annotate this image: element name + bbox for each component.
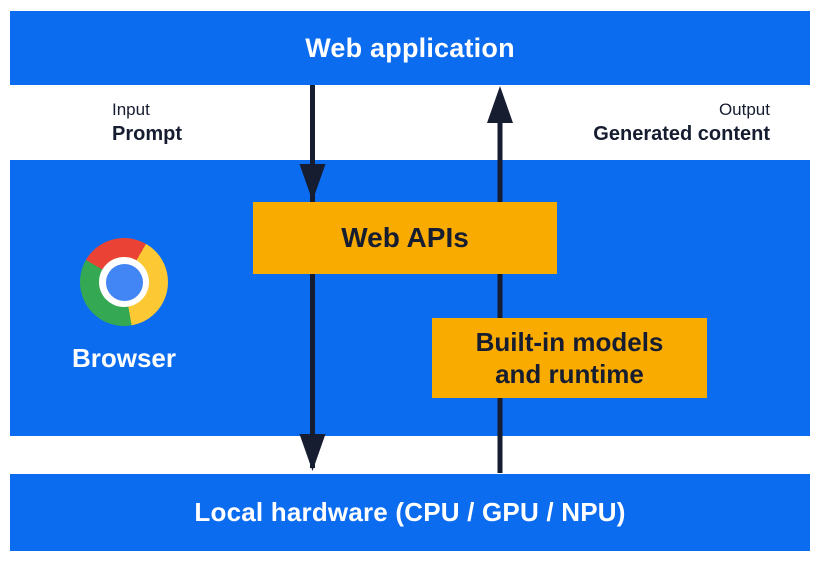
input-title: Input — [112, 100, 150, 119]
builtin-models-box: Built-in models and runtime — [432, 318, 707, 398]
chrome-logo-icon — [80, 238, 168, 326]
web-apis-label: Web APIs — [341, 222, 469, 253]
output-title: Output — [718, 100, 770, 119]
output-value-generated-content: Generated content — [593, 123, 770, 146]
web-application-layer: Web application — [10, 11, 810, 85]
output-generated-content-label-group: Output Generated content — [593, 98, 770, 149]
builtin-models-label: Built-in models and runtime — [475, 326, 664, 390]
local-hardware-label: Local hardware (CPU / GPU / NPU) — [194, 497, 626, 527]
local-hardware-layer: Local hardware (CPU / GPU / NPU) — [10, 474, 810, 551]
input-prompt-label-group: Input Prompt — [112, 98, 182, 149]
browser-label: Browser — [71, 343, 177, 373]
web-apis-box: Web APIs — [253, 202, 557, 274]
input-value-prompt: Prompt — [112, 123, 182, 146]
chrome-logo-blue-center — [105, 263, 143, 301]
web-application-label: Web application — [305, 32, 515, 63]
chrome-logo-white-ring — [99, 257, 149, 307]
